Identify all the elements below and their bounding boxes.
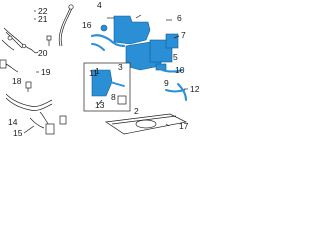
callout-12: 12 [190, 84, 200, 94]
callout-21: 21 [38, 14, 48, 24]
callout-19: 19 [41, 67, 51, 77]
callout-9: 9 [164, 78, 169, 88]
callout-1: 1 [95, 66, 100, 76]
component-1-box [83, 62, 131, 112]
callout-2: 2 [134, 106, 139, 116]
callout-15: 15 [13, 128, 23, 138]
callout-18: 18 [12, 76, 22, 86]
callout-5: 5 [173, 52, 178, 62]
callout-3: 3 [118, 62, 123, 72]
callout-16: 16 [82, 20, 92, 30]
callout-14: 14 [8, 117, 18, 127]
callout-11: 11 [89, 68, 98, 78]
wiring-harness-upper-left [0, 27, 39, 73]
callout-10: 10 [175, 65, 185, 75]
hose-right [165, 83, 187, 101]
hose-assembly-lower-left [5, 93, 67, 135]
long-cable [58, 4, 74, 47]
mounting-tray [105, 113, 188, 135]
callout-13: 13 [95, 100, 105, 110]
callout-8: 8 [111, 92, 116, 102]
leader-lines [23, 10, 188, 134]
callout-labels: 1 2 3 4 5 6 7 8 9 10 11 12 13 14 15 16 1… [8, 0, 200, 138]
callout-6: 6 [177, 13, 182, 23]
callout-4: 4 [97, 0, 102, 10]
callout-7: 7 [181, 30, 186, 40]
main-assembly [90, 15, 183, 73]
bracket-18 [25, 81, 32, 92]
bolt-20 [46, 35, 52, 46]
callout-22: 22 [38, 6, 48, 16]
callout-20: 20 [38, 48, 48, 58]
callout-17: 17 [179, 121, 189, 131]
parts-diagram: 1 2 3 4 5 6 7 8 9 10 11 12 13 14 15 16 1… [0, 0, 200, 138]
